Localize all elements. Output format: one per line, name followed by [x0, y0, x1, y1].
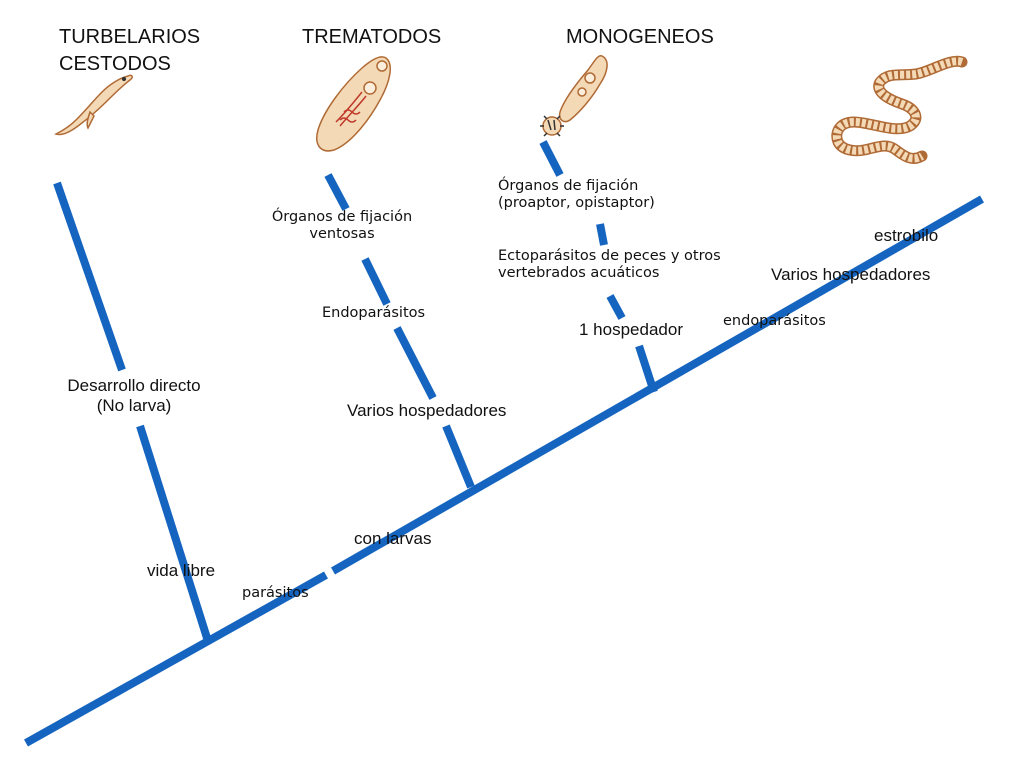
branch-trematodos-1 — [324, 173, 350, 211]
tapeworm-illustration — [831, 55, 968, 164]
character-desarrollo-directo: Desarrollo directo (No larva) — [34, 376, 234, 417]
taxon-cestodos: CESTODOS — [59, 53, 171, 75]
character-parasitos: parásitos — [242, 585, 309, 601]
character-cestodos-endoparasitos: endoparásitos — [723, 313, 826, 329]
branch-turbelarios-lower — [136, 424, 211, 640]
mono-ecto-line-2: vertebrados acuáticos — [498, 265, 660, 282]
branch-monogeneos-1 — [539, 140, 564, 177]
character-ectoparasitos: Ectoparásitos de peces y otros vertebrad… — [498, 248, 721, 283]
trem-organos-line-1: Órganos de fijación — [271, 209, 413, 225]
taxon-trematodos: TREMATODOS — [302, 26, 442, 48]
branch-trematodos-2 — [361, 257, 391, 306]
character-monogeneos-organos: Órganos de fijación (proaptor, opistapto… — [498, 178, 655, 213]
main-axis-2 — [331, 195, 984, 575]
character-vida-libre: vida libre — [147, 561, 216, 580]
character-trematodos-varios-hospedadores: Varios hospedadores — [347, 401, 507, 420]
branch-trematodos-4 — [442, 424, 475, 489]
monogenean-illustration — [540, 54, 608, 137]
trem-organos-line-2: ventosas — [309, 226, 375, 243]
mono-organos-line-1: Órganos de fijación — [498, 178, 639, 194]
desarrollo-line-1: Desarrollo directo — [67, 376, 201, 395]
character-cestodos-varios-hospedadores: Varios hospedadores — [771, 265, 931, 284]
character-un-hospedador: 1 hospedador — [579, 320, 683, 339]
planarian-illustration — [54, 74, 133, 136]
character-estrobilo: estrobilo — [874, 226, 939, 245]
character-endoparasitos: Endoparásitos — [322, 305, 426, 321]
character-trematodos-organos: Órganos de fijación ventosas — [252, 209, 432, 244]
taxon-monogeneos: MONOGENEOS — [566, 26, 714, 48]
taxon-turbelarios: TURBELARIOS — [59, 26, 201, 48]
character-con-larvas: con larvas — [354, 529, 432, 548]
mono-ecto-line-1: Ectoparásitos de peces y otros — [498, 248, 721, 264]
desarrollo-line-2: (No larva) — [96, 396, 172, 416]
branch-trematodos-3 — [393, 326, 437, 400]
branch-monogeneos-2 — [596, 223, 608, 246]
mono-organos-line-2: (proaptor, opistaptor) — [498, 195, 655, 212]
fluke-illustration — [316, 56, 392, 152]
main-axis-1 — [24, 571, 328, 747]
branch-monogeneos-3 — [606, 294, 626, 320]
branch-monogeneos-4 — [635, 344, 658, 394]
branch-turbelarios-upper — [53, 181, 126, 372]
